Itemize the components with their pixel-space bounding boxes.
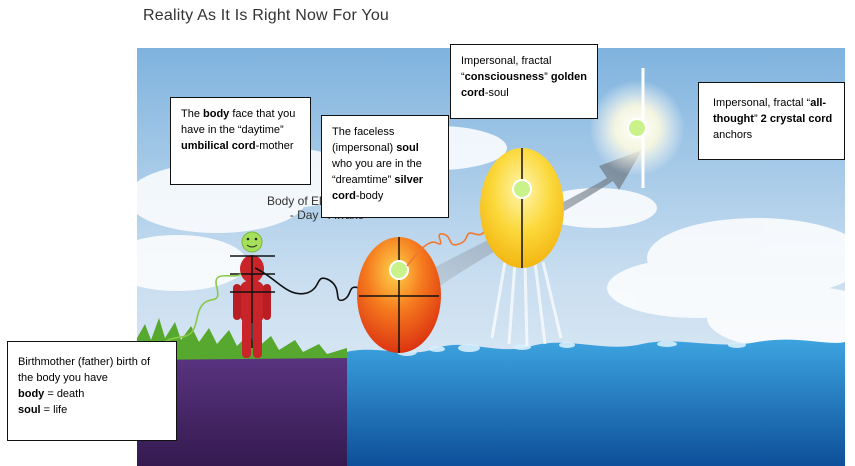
birthmother-box-bold1: body xyxy=(18,388,45,400)
body-box-text1: The xyxy=(181,108,204,120)
consciousness-box-text1: Impersonal, fractal “ xyxy=(461,55,552,83)
birthmother-box: Birthmother (father) birth of the body y… xyxy=(7,341,177,441)
all-thought-box: Impersonal, fractal “all-thought” 2 crys… xyxy=(698,82,845,160)
red-soul-egg xyxy=(357,237,441,353)
consciousness-box-bold2: golden cord xyxy=(461,71,587,99)
all-thought-box-bold2: 2 crystal cord xyxy=(760,113,833,125)
birthmother-box-line2: body = death xyxy=(18,386,166,402)
page-title: Reality As It Is Right Now For You xyxy=(143,7,390,24)
soul-box-bold1: soul xyxy=(396,142,419,154)
birthmother-box-line3: soul = life xyxy=(18,402,166,418)
birthmother-box-line1: Birthmother (father) birth of the body y… xyxy=(18,356,151,384)
umbilical-cord xyxy=(156,273,242,349)
crystal-glow xyxy=(589,68,685,188)
all-thought-box-text3: anchors xyxy=(713,129,753,141)
all-thought-box-bold1: all-thought xyxy=(713,97,827,125)
consciousness-box-text2: ” xyxy=(544,71,551,83)
consciousness-box-bold1: consciousness xyxy=(464,71,545,83)
soul-box: The faceless (impersonal) soul who you a… xyxy=(321,115,449,218)
soul-box-text1: The faceless (impersonal) xyxy=(332,126,397,154)
birthmother-box-text2: = life xyxy=(40,404,68,416)
body-box-text2: face that you have in the “daytime” xyxy=(181,108,296,136)
consciousness-box-text3: -soul xyxy=(484,87,509,99)
smiley-face-icon xyxy=(241,231,263,253)
body-figure xyxy=(230,255,275,358)
earth-soil xyxy=(137,356,347,466)
body-box-bold2: umbilical cord xyxy=(181,140,256,152)
ocean-water xyxy=(342,339,845,466)
birthmother-box-text1: = death xyxy=(44,388,85,400)
body-box-text3: -mother xyxy=(255,140,294,152)
all-thought-box-text1: Impersonal, fractal “ xyxy=(713,97,811,109)
yellow-consciousness-egg xyxy=(480,148,564,347)
body-box-bold1: body xyxy=(203,108,230,120)
soul-box-text2: who you are in the “dreamtime” xyxy=(332,158,422,186)
soul-box-bold2: silver cord xyxy=(332,174,424,202)
consciousness-box: Impersonal, fractal “consciousness” gold… xyxy=(450,44,598,119)
soul-box-text3: -body xyxy=(355,190,384,202)
body-box: The body face that you have in the “dayt… xyxy=(170,97,311,185)
grass xyxy=(137,318,347,360)
all-thought-box-text2: ” xyxy=(753,113,761,125)
birthmother-box-bold2: soul xyxy=(18,404,41,416)
